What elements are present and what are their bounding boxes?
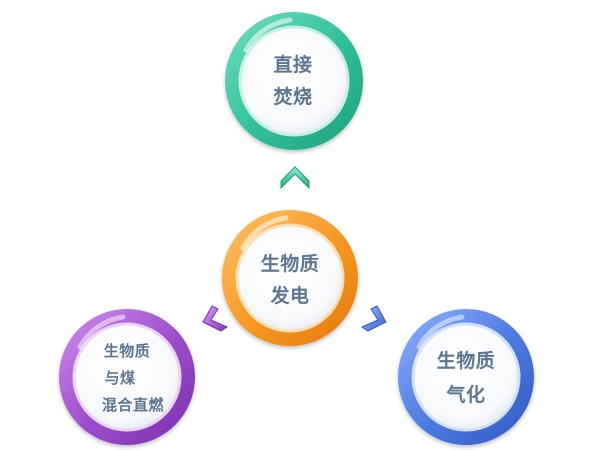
top-circle <box>225 12 363 150</box>
center-label-line-1: 生物质 <box>260 253 320 275</box>
top-circle-label: 直接 焚烧 <box>238 40 348 122</box>
center-label-line-2: 发电 <box>270 285 310 307</box>
right-label-line-2: 气化 <box>446 384 486 406</box>
right-label-line-1: 生物质 <box>436 350 496 372</box>
right-circle <box>398 309 534 445</box>
arrow-down-right-icon <box>360 305 387 332</box>
top-label-line-1: 直接 <box>273 54 313 76</box>
left-label-line-1: 生物质 <box>103 341 151 360</box>
center-circle <box>222 210 358 346</box>
right-circle-label: 生物质 气化 <box>408 338 524 418</box>
left-label-line-3: 混合直燃 <box>101 395 164 414</box>
arrow-down-left-icon <box>202 305 229 332</box>
left-circle-label: 生物质 与煤 混合直燃 <box>72 333 182 423</box>
top-label-line-2: 焚烧 <box>273 86 313 108</box>
center-circle-label: 生物质 发电 <box>233 240 347 320</box>
left-circle <box>59 309 195 445</box>
left-label-line-2: 与煤 <box>104 368 136 387</box>
arrow-up-icon <box>280 166 310 190</box>
